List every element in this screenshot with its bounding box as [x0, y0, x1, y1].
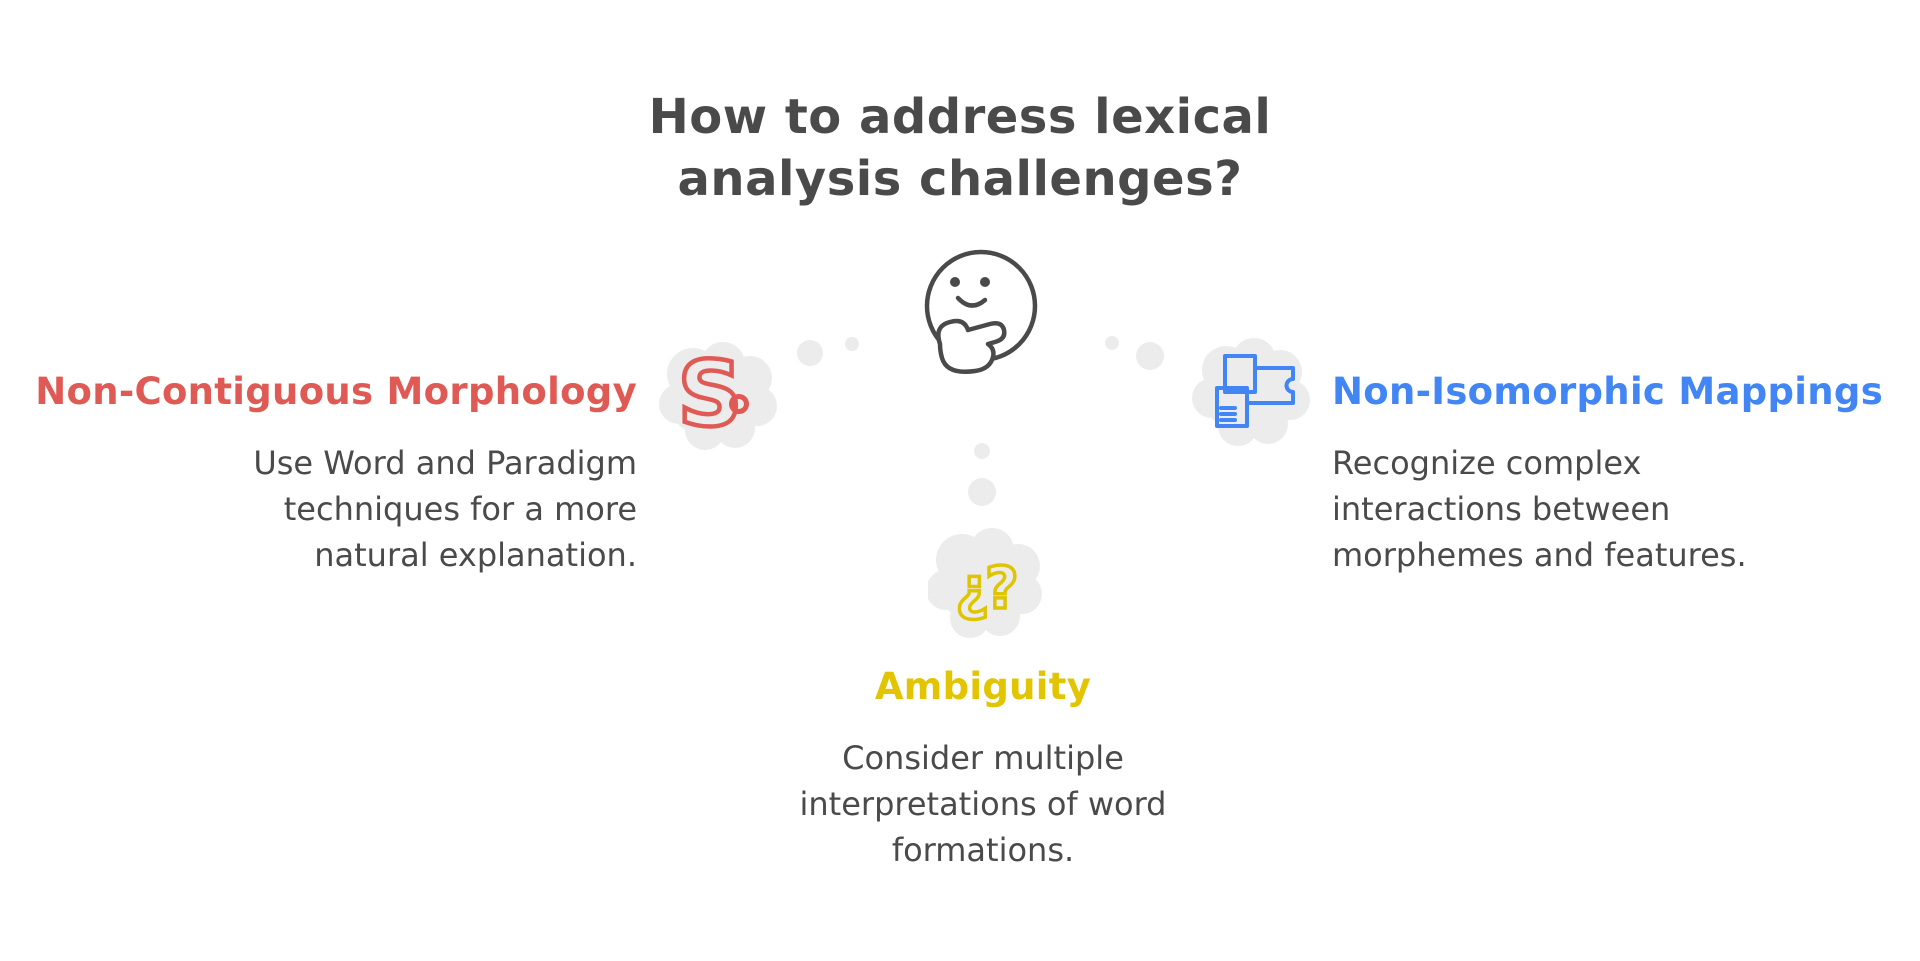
- body-right-line-3: morphemes and features.: [1332, 536, 1747, 574]
- cloud-shape: [928, 528, 1042, 638]
- body-bottom-line-2: interpretations of word: [799, 785, 1167, 823]
- page-title-line-1: How to address lexical: [648, 89, 1272, 145]
- left-eye: [950, 277, 960, 287]
- thought-dot-left-small: [845, 337, 859, 351]
- question-marks-icon: ¿?: [955, 554, 1015, 622]
- s-symbol-dot: [729, 394, 749, 414]
- body-left-line-3: natural explanation.: [314, 536, 637, 574]
- page-title: How to address lexical analysis challeng…: [0, 86, 1920, 210]
- body-ambiguity: Consider multiple interpretations of wor…: [660, 735, 1306, 873]
- worried-mouth: [955, 295, 988, 308]
- heading-ambiguity: Ambiguity: [874, 665, 1092, 708]
- thought-dot-left-large: [797, 340, 823, 366]
- thinking-face-doodle: [924, 249, 1038, 374]
- thought-dot-down-small: [974, 443, 990, 459]
- left-thought-cloud: S: [659, 340, 777, 450]
- thought-dot-right-small: [1105, 336, 1119, 350]
- thought-dot-down-large: [968, 478, 996, 506]
- body-bottom-line-1: Consider multiple: [842, 739, 1124, 777]
- thought-dot-right-large: [1136, 342, 1164, 370]
- bottom-thought-cloud: ¿?: [928, 528, 1042, 638]
- hand-on-chin: [936, 318, 1007, 374]
- heading-non-contiguous-morphology: Non-Contiguous Morphology: [35, 370, 637, 413]
- right-eye: [980, 277, 990, 287]
- page-title-line-2: analysis challenges?: [677, 151, 1243, 207]
- body-non-contiguous-morphology: Use Word and Paradigm techniques for a m…: [0, 440, 637, 578]
- right-thought-cloud: [1192, 338, 1310, 446]
- body-non-isomorphic-mappings: Recognize complex interactions between m…: [1332, 440, 1892, 578]
- body-bottom-line-3: formations.: [891, 831, 1075, 869]
- puzzle-pieces-icon: [1215, 354, 1295, 428]
- body-left-line-2: techniques for a more: [283, 490, 637, 528]
- body-right-line-1: Recognize complex: [1332, 444, 1642, 482]
- heading-non-isomorphic-mappings: Non-Isomorphic Mappings: [1332, 370, 1884, 413]
- body-right-line-2: interactions between: [1332, 490, 1671, 528]
- body-left-line-1: Use Word and Paradigm: [253, 444, 637, 482]
- s-symbol-icon: S: [678, 342, 743, 447]
